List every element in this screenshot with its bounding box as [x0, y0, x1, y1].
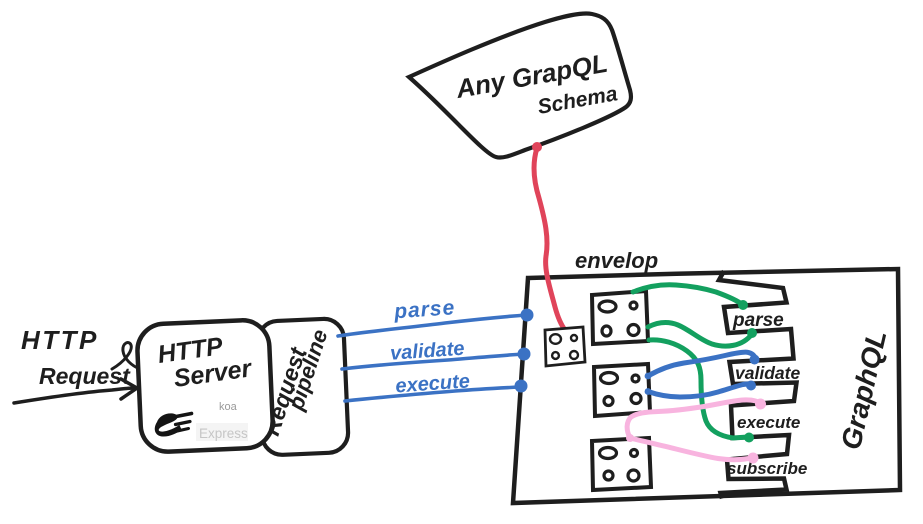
svg-text:validate: validate — [735, 363, 800, 383]
svg-text:envelop: envelop — [575, 248, 658, 273]
svg-text:validate: validate — [389, 338, 465, 365]
svg-text:koa: koa — [219, 401, 238, 413]
svg-text:Express: Express — [199, 426, 248, 441]
svg-text:parse: parse — [392, 296, 456, 323]
svg-text:subscribe: subscribe — [727, 459, 807, 478]
svg-text:parse: parse — [732, 310, 784, 331]
svg-text:execute: execute — [395, 370, 471, 397]
svg-text:execute: execute — [737, 413, 800, 432]
svg-text:HTTP: HTTP — [21, 325, 99, 355]
